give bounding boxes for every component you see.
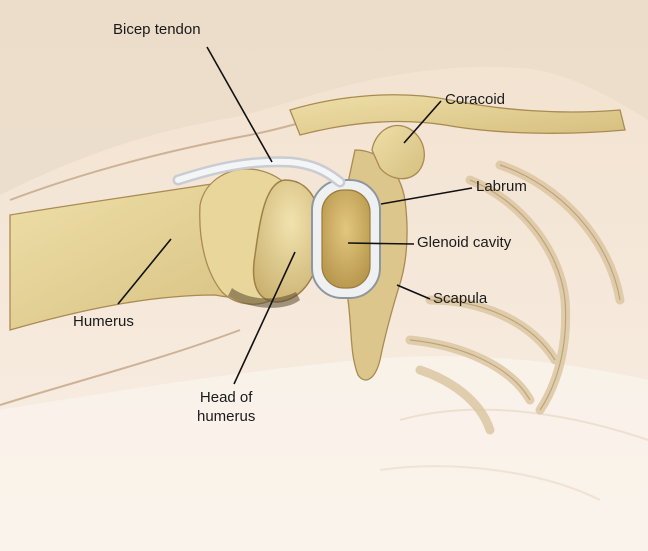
- leader-line-glenoid-cavity: [348, 243, 414, 244]
- label-coracoid: Coracoid: [445, 91, 505, 109]
- label-labrum: Labrum: [476, 178, 527, 196]
- label-head-of-humerus-line2: humerus: [197, 407, 255, 426]
- label-scapula: Scapula: [433, 290, 487, 308]
- glenoid-cavity-surface: [322, 190, 370, 288]
- label-humerus: Humerus: [73, 313, 134, 331]
- label-bicep-tendon: Bicep tendon: [113, 21, 201, 39]
- label-glenoid-cavity: Glenoid cavity: [417, 234, 511, 252]
- label-head-of-humerus-line1: Head of: [197, 388, 255, 407]
- label-head-of-humerus: Head of humerus: [197, 388, 255, 426]
